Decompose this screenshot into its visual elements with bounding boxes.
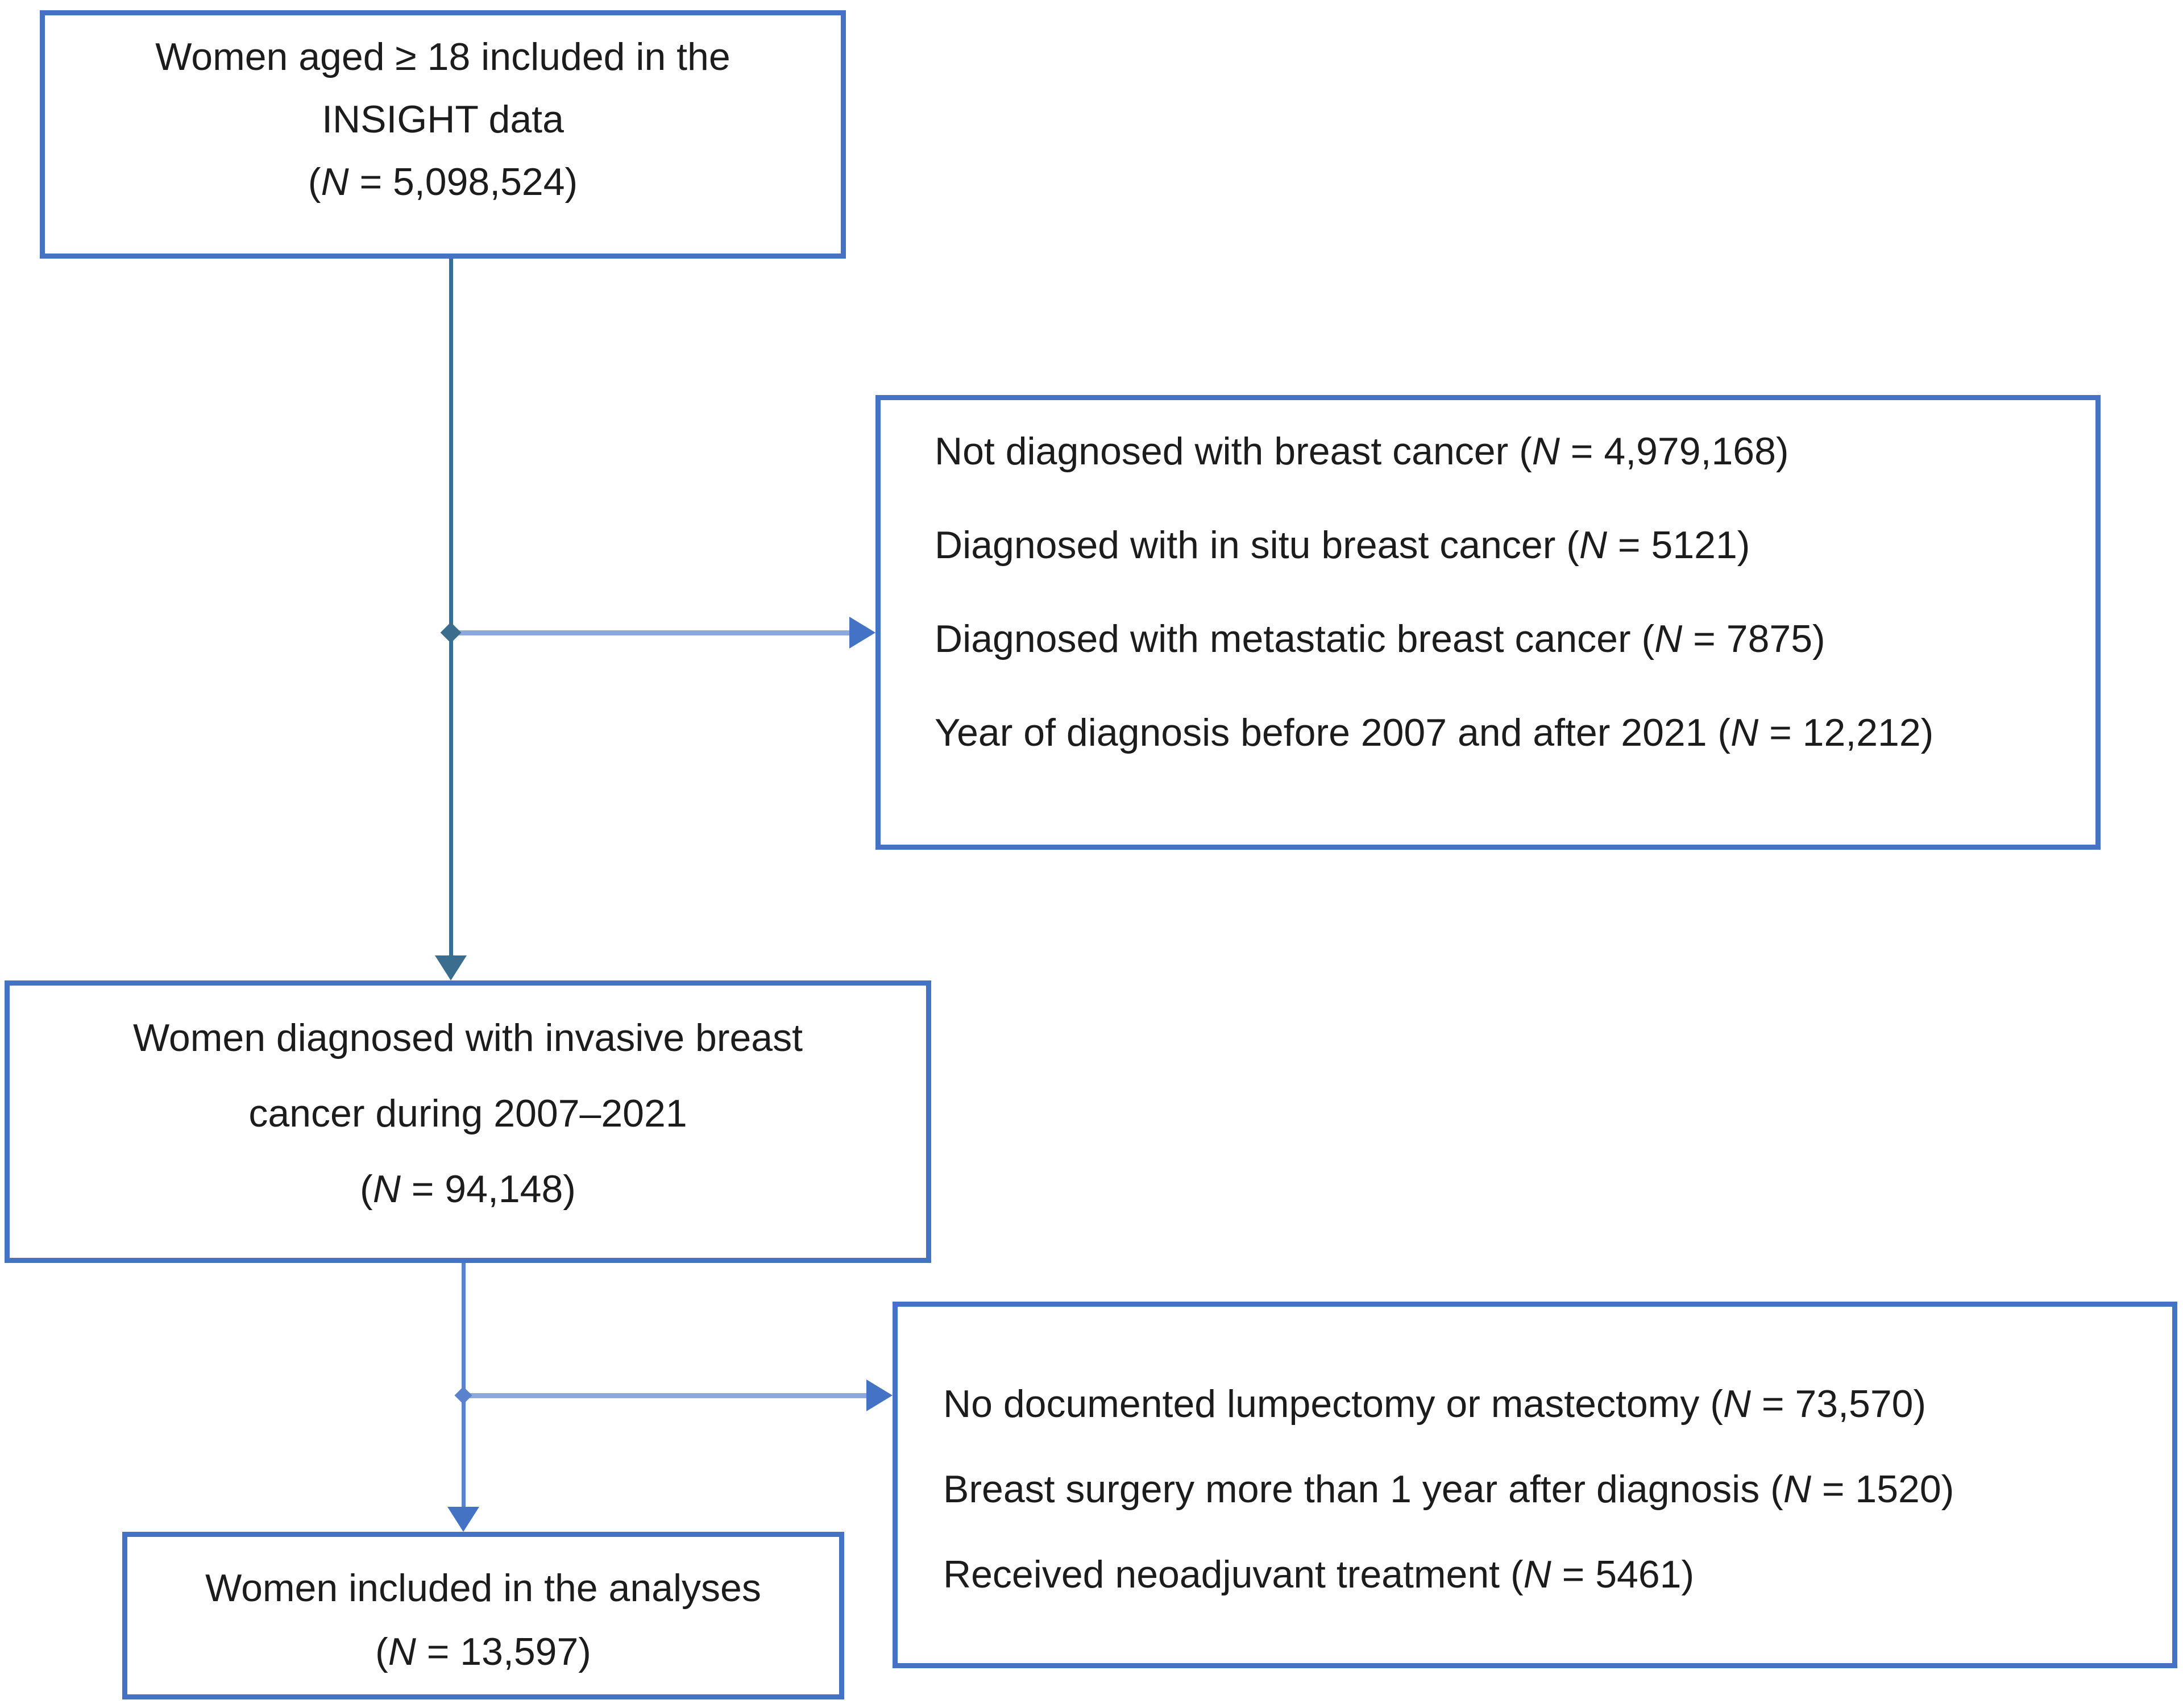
text-segment: = 1520) — [1811, 1468, 1954, 1511]
n-symbol: N — [1730, 711, 1759, 754]
text-segment: Year of diagnosis before 2007 and after … — [935, 711, 1731, 754]
box-analyses: Women included in the analyses (N = 13,5… — [122, 1532, 844, 1699]
box-exclusions-first: Not diagnosed with breast cancer (N = 4,… — [875, 395, 2101, 850]
text-segment: Women aged ≥ 18 included in the — [155, 35, 731, 78]
text-segment: Diagnosed with metastatic breast cancer … — [935, 617, 1655, 660]
text-segment: = 4,979,168) — [1559, 430, 1789, 473]
box-exclusions-second: No documented lumpectomy or mastectomy (… — [893, 1302, 2177, 1668]
n-symbol: N — [1523, 1553, 1551, 1596]
exclusion-item: Received neoadjuvant treatment (N = 5461… — [943, 1543, 2149, 1606]
n-symbol: N — [372, 1167, 401, 1211]
n-symbol: N — [1532, 430, 1560, 473]
text-segment: = 94,148) — [400, 1167, 576, 1211]
exclusion-item: Diagnosed with in situ breast cancer (N … — [935, 514, 2073, 576]
text-segment: = 7875) — [1682, 617, 1825, 660]
text-segment: INSIGHT data — [322, 98, 564, 141]
text-segment: ( — [360, 1167, 373, 1211]
box-population-line: Women aged ≥ 18 included in the — [45, 26, 841, 88]
text-segment: = 73,570) — [1750, 1382, 1927, 1426]
box-analyses-line: Women included in the analyses — [127, 1557, 839, 1619]
text-segment: = 5461) — [1551, 1553, 1695, 1596]
arrowhead-down-into-invasive — [435, 955, 467, 980]
arrowhead-down-into-analyses — [447, 1507, 479, 1532]
exclusion-item: Not diagnosed with breast cancer (N = 4,… — [935, 420, 2073, 483]
text-segment: Women included in the analyses — [205, 1566, 761, 1610]
n-symbol: N — [1723, 1382, 1751, 1426]
box-invasive-line: (N = 94,148) — [10, 1158, 926, 1220]
connector-line-population-to-invasive — [449, 259, 453, 958]
arrowhead-right-into-exclusions-second — [866, 1379, 893, 1411]
exclusion-item: Breast surgery more than 1 year after di… — [943, 1458, 2149, 1520]
n-symbol: N — [1783, 1468, 1811, 1511]
connector-line-branch-exclusions-first — [451, 630, 850, 635]
text-segment: ( — [375, 1630, 388, 1673]
text-segment: ( — [308, 160, 321, 203]
text-segment: = 12,212) — [1758, 711, 1934, 754]
text-segment: Not diagnosed with breast cancer ( — [935, 430, 1532, 473]
connector-line-invasive-to-analyses — [462, 1263, 466, 1507]
exclusion-item: Diagnosed with metastatic breast cancer … — [935, 608, 2073, 670]
junction-dot-first — [440, 622, 462, 643]
text-segment: = 5,098,524) — [348, 160, 578, 203]
text-segment: Breast surgery more than 1 year after di… — [943, 1468, 1783, 1511]
text-segment: Women diagnosed with invasive breast — [132, 1016, 803, 1059]
box-population-line: INSIGHT data — [45, 88, 841, 151]
text-segment: Diagnosed with in situ breast cancer ( — [935, 523, 1579, 567]
exclusion-item: No documented lumpectomy or mastectomy (… — [943, 1373, 2149, 1435]
junction-dot-second — [454, 1386, 472, 1404]
n-symbol: N — [388, 1630, 416, 1673]
arrowhead-right-into-exclusions-first — [849, 617, 875, 649]
n-symbol: N — [1654, 617, 1683, 660]
connector-line-branch-exclusions-second — [463, 1393, 868, 1398]
box-invasive-line: Women diagnosed with invasive breast — [10, 1007, 926, 1069]
box-analyses-line: (N = 13,597) — [127, 1620, 839, 1683]
exclusion-item: Year of diagnosis before 2007 and after … — [935, 701, 2073, 764]
text-segment: = 13,597) — [416, 1630, 591, 1673]
box-population: Women aged ≥ 18 included in the INSIGHT … — [40, 10, 846, 259]
text-segment: No documented lumpectomy or mastectomy ( — [943, 1382, 1723, 1426]
box-invasive: Women diagnosed with invasive breast can… — [5, 980, 931, 1263]
box-invasive-line: cancer during 2007–2021 — [10, 1082, 926, 1145]
text-segment: = 5121) — [1607, 523, 1750, 567]
box-population-line: (N = 5,098,524) — [45, 151, 841, 213]
n-symbol: N — [321, 160, 349, 203]
text-segment: Received neoadjuvant treatment ( — [943, 1553, 1524, 1596]
text-segment: cancer during 2007–2021 — [248, 1092, 687, 1135]
n-symbol: N — [1579, 523, 1607, 567]
